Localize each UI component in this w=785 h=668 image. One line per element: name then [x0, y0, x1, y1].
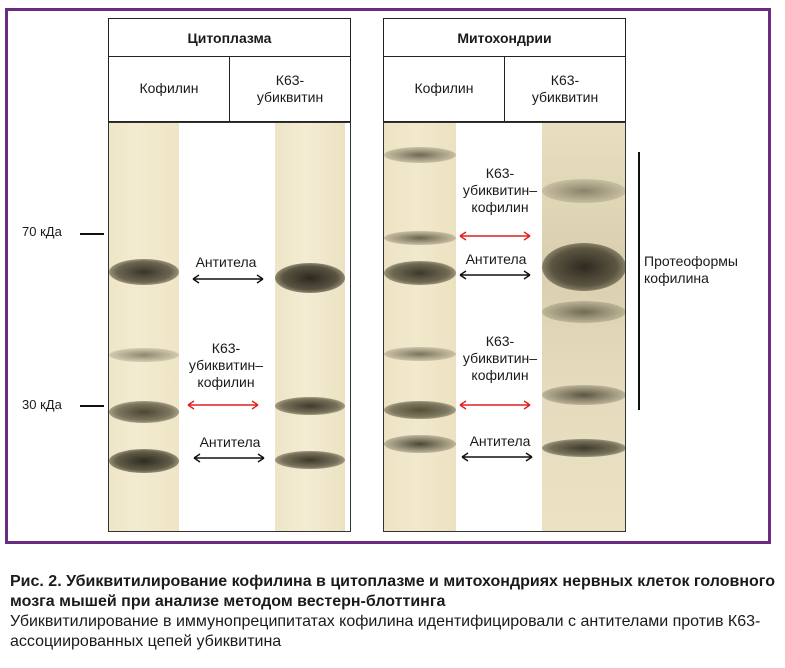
cytoplasm-k63-lane: [275, 123, 345, 531]
figure-caption: Рис. 2. Убиквитилирование кофилина в цит…: [10, 572, 780, 652]
cytoplasm-cofilin-lane: [109, 123, 179, 531]
cytoplasm-header: Цитоплазма Кофилин К63- убиквитин: [108, 18, 351, 122]
band: [542, 385, 625, 405]
marker-30kda-label: 30 кДа: [22, 397, 62, 412]
cytoplasm-antibody-label-bottom: Антитела: [199, 434, 261, 450]
mitochondria-antibody-label-bottom: Антитела: [469, 433, 531, 449]
cytoplasm-antibody-label-top: Антитела: [195, 254, 257, 270]
band: [384, 231, 456, 245]
cytoplasm-k63-column: К63- убиквитин: [229, 56, 350, 121]
red-double-arrow: [187, 400, 259, 410]
mitochondria-cofilin-column: Кофилин: [414, 80, 474, 96]
cytoplasm-cofilin-column: Кофилин: [139, 80, 199, 96]
band: [384, 401, 456, 419]
caption-text: Убиквитилирование в иммунопреципитатах к…: [10, 613, 761, 650]
band: [109, 259, 179, 285]
band: [384, 347, 456, 361]
mitochondria-header: Митохондрии Кофилин К63- убиквитин: [383, 18, 626, 122]
band: [384, 261, 456, 285]
black-double-arrow: [193, 453, 265, 463]
cytoplasm-title: Цитоплазма: [109, 19, 350, 57]
band: [109, 401, 179, 423]
band: [542, 179, 625, 203]
mitochondria-antibody-label-top: Антитела: [465, 251, 527, 267]
band: [542, 243, 625, 291]
mitochondria-k63-lane: [542, 123, 625, 531]
marker-70kda-tick: [80, 233, 104, 235]
band: [542, 301, 625, 323]
band: [542, 439, 625, 457]
mitochondria-k63-complex-label-top: К63- убиквитин– кофилин: [462, 165, 538, 215]
red-double-arrow: [459, 400, 531, 410]
band: [275, 263, 345, 293]
mitochondria-blot: [383, 122, 626, 532]
band: [109, 348, 179, 362]
band: [384, 435, 456, 453]
band: [275, 451, 345, 469]
red-double-arrow: [459, 231, 531, 241]
black-double-arrow: [192, 274, 264, 284]
mitochondria-title: Митохондрии: [384, 19, 625, 57]
mitochondria-cofilin-lane: [384, 123, 456, 531]
band: [275, 397, 345, 415]
cytoplasm-blot: [108, 122, 351, 532]
mitochondria-k63-column: К63- убиквитин: [504, 56, 625, 121]
marker-30kda-tick: [80, 405, 104, 407]
proteoforms-label: Протеоформы кофилина: [644, 253, 738, 286]
proteoforms-bracket: [638, 152, 640, 410]
band: [384, 147, 456, 163]
cytoplasm-k63-complex-label: К63- убиквитин– кофилин: [188, 340, 264, 390]
black-double-arrow: [459, 270, 531, 280]
band: [109, 449, 179, 473]
mitochondria-k63-complex-label-bottom: К63- убиквитин– кофилин: [462, 333, 538, 383]
black-double-arrow: [461, 452, 533, 462]
marker-70kda-label: 70 кДа: [22, 224, 62, 239]
caption-title: Рис. 2. Убиквитилирование кофилина в цит…: [10, 573, 775, 610]
